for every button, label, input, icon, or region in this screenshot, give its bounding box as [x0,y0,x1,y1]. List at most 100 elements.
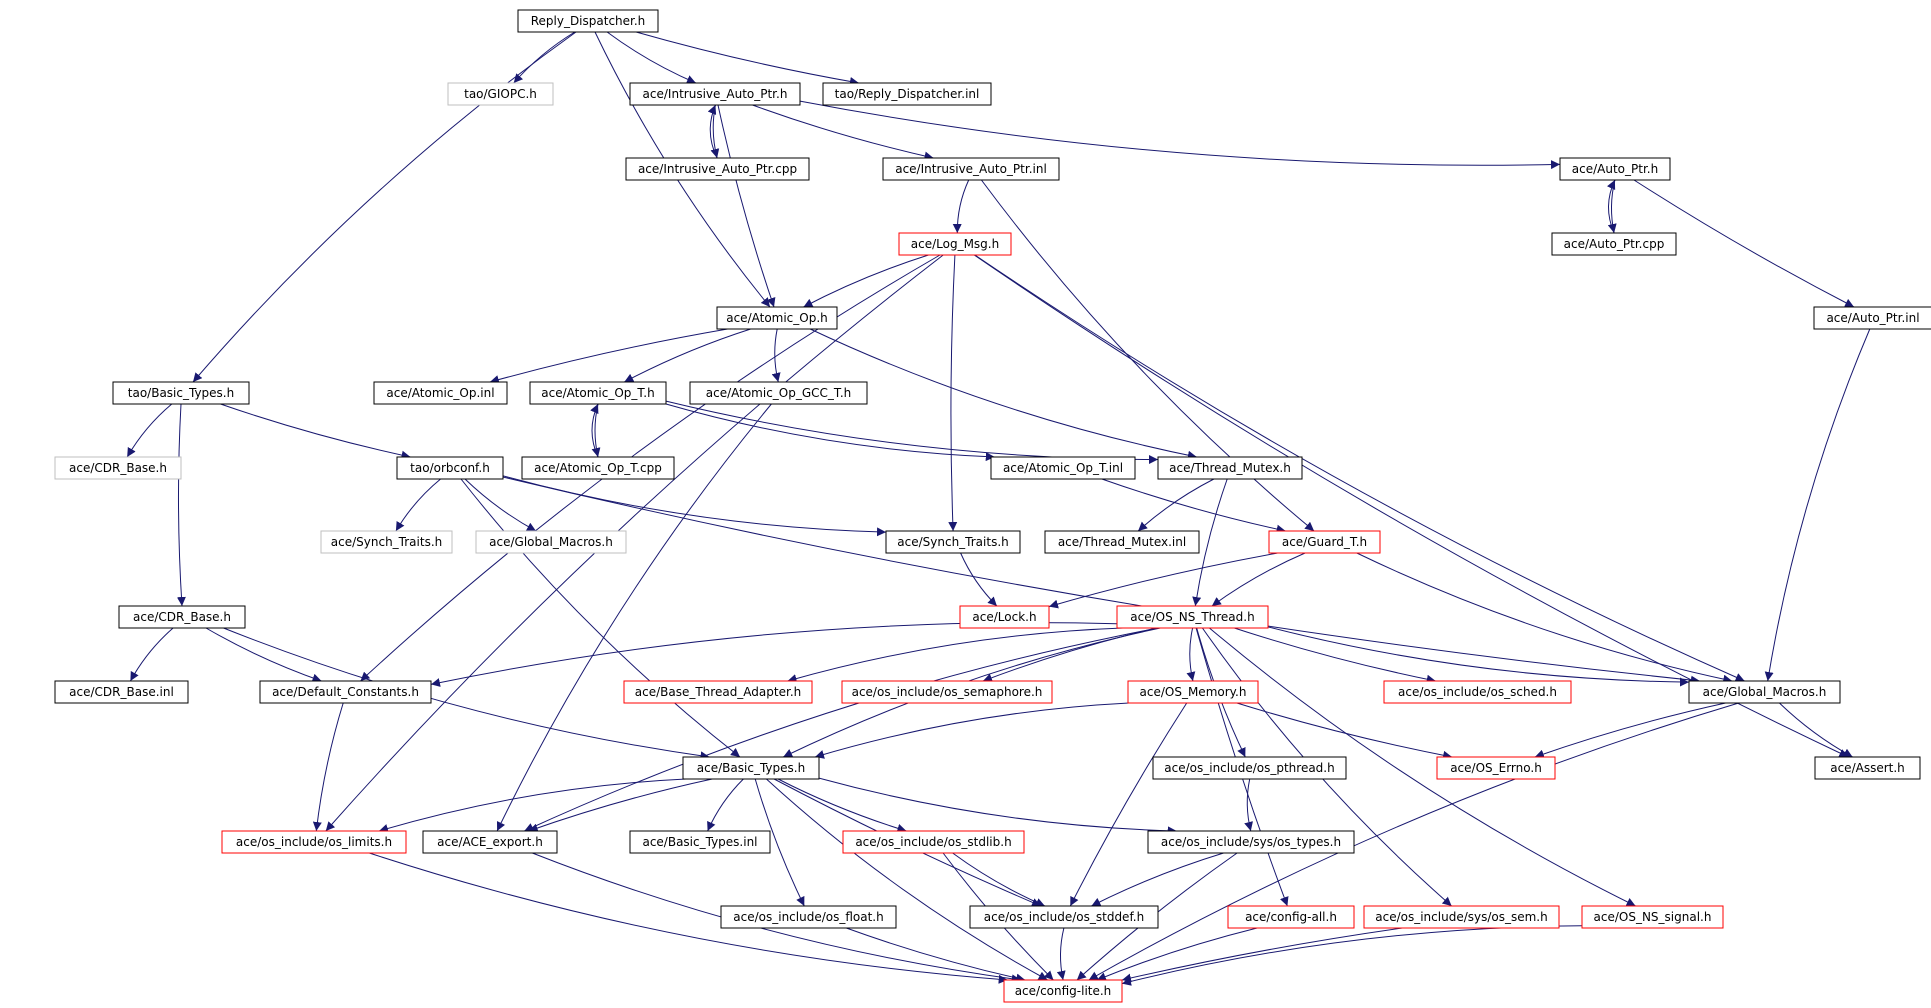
node-ace_log_msg_h[interactable]: ace/Log_Msg.h [898,232,1012,256]
node-ace_os_memory_h[interactable]: ace/OS_Memory.h [1127,680,1259,704]
node-box [623,680,813,704]
edge-tao_orbconf_h-to-ace_global_macros_h_ext [464,478,537,532]
node-label: ace/Intrusive_Auto_Ptr.cpp [638,162,797,176]
node-label: ace/Intrusive_Auto_Ptr.h [643,87,788,101]
node-label: ace/Auto_Ptr.inl [1826,311,1919,325]
node-label: ace/Global_Macros.h [1703,685,1827,699]
node-ace_atomic_op_t_cpp[interactable]: ace/Atomic_Op_T.cpp [521,456,675,480]
node-ace_atomic_op_gcc_t_h[interactable]: ace/Atomic_Op_GCC_T.h [689,381,868,405]
node-box [629,830,771,854]
edge-tao_orbconf_h-to-ace_synch_traits_h_ext [395,478,441,532]
node-box [885,530,1021,554]
edge-ace_intrusive_auto_ptr_cpp-to-ace_intrusive_auto_ptr_h [707,104,718,159]
node-ace_ace_export_h[interactable]: ace/ACE_export.h [422,830,558,854]
node-ace_atomic_op_t_h[interactable]: ace/Atomic_Op_T.h [529,381,667,405]
node-ace_intrusive_auto_ptr_cpp[interactable]: ace/Intrusive_Auto_Ptr.cpp [625,157,810,181]
node-ace_atomic_op_t_inl[interactable]: ace/Atomic_Op_T.inl [990,456,1136,480]
node-label: ace/Thread_Mutex.inl [1058,535,1186,549]
node-ace_synch_traits_h_ext[interactable]: ace/Synch_Traits.h [320,530,453,554]
node-label: ace/Atomic_Op_T.h [541,386,654,400]
node-tao_reply_dispatcher_inl[interactable]: tao/Reply_Dispatcher.inl [822,82,992,106]
node-label: ace/Basic_Types.inl [642,835,757,849]
edge-ace_atomic_op_t_cpp-to-ace_atomic_op_t_h [590,403,599,458]
node-ace_os_errno_h[interactable]: ace/OS_Errno.h [1436,756,1556,780]
node-ace_cdr_base_h_ext[interactable]: ace/CDR_Base.h [54,456,182,480]
node-ace_auto_ptr_inl[interactable]: ace/Auto_Ptr.inl [1813,306,1931,330]
node-box [112,381,250,405]
node-ace_os_ns_thread_h[interactable]: ace/OS_NS_Thread.h [1116,605,1269,629]
node-box [1383,680,1572,704]
node-label: Reply_Dispatcher.h [531,14,646,28]
node-ace_os_semaphore_h[interactable]: ace/os_include/os_semaphore.h [841,680,1053,704]
node-box [529,381,667,405]
edge-ace_os_ns_thread_h-to-ace_os_memory_h [1186,627,1196,682]
edge-ace_os_memory_h-to-ace_os_stddef_h [1069,702,1188,907]
node-ace_os_limits_h[interactable]: ace/os_include/os_limits.h [221,830,407,854]
node-ace_os_pthread_h[interactable]: ace/os_include/os_pthread.h [1152,756,1347,780]
node-label: ace/Auto_Ptr.h [1572,162,1658,176]
edge-tao_orbconf_h-to-ace_basic_types_h [460,478,741,758]
node-ace_thread_mutex_inl[interactable]: ace/Thread_Mutex.inl [1044,530,1200,554]
node-ace_intrusive_auto_ptr_inl[interactable]: ace/Intrusive_Auto_Ptr.inl [882,157,1060,181]
node-tao_orbconf_h[interactable]: tao/orbconf.h [396,456,504,480]
edge-ace_intrusive_auto_ptr_h-to-ace_atomic_op_h [717,104,776,308]
node-ace_intrusive_auto_ptr_h[interactable]: ace/Intrusive_Auto_Ptr.h [629,82,801,106]
edge-ace_global_macros_h-to-ace_os_errno_h [1534,702,1726,759]
node-box [1688,680,1841,704]
node-ace_sys_os_types_h[interactable]: ace/os_include/sys/os_types.h [1147,830,1355,854]
node-ace_config_all_h[interactable]: ace/config-all.h [1227,905,1355,929]
node-label: ace/os_include/os_float.h [733,910,883,924]
node-box [1044,530,1200,554]
node-tao_giopc_h[interactable]: tao/GIOPC.h [447,82,554,106]
edge-ace_sys_os_sem_h-to-ace_config_lite_h [1121,927,1403,983]
edge-ace_basic_types_h-to-ace_os_float_h [754,778,805,907]
node-ace_atomic_op_inl[interactable]: ace/Atomic_Op.inl [373,381,508,405]
node-box [1813,306,1931,330]
node-label: ace/os_include/os_sched.h [1398,685,1557,699]
node-ace_basic_types_inl[interactable]: ace/Basic_Types.inl [629,830,771,854]
edge-tao_basic_types_h-to-ace_cdr_base_h [176,403,186,607]
node-box [1157,456,1303,480]
edge-ace_os_ns_thread_h-to-ace_os_sched_h [1234,627,1436,684]
node-ace_lock_h[interactable]: ace/Lock.h [959,605,1050,629]
node-ace_synch_traits_h[interactable]: ace/Synch_Traits.h [885,530,1021,554]
node-ace_os_sched_h[interactable]: ace/os_include/os_sched.h [1383,680,1572,704]
edge-ace_intrusive_auto_ptr_inl-to-ace_log_msg_h [952,179,970,234]
edge-ace_cdr_base_h-to-ace_default_constants_h [205,627,322,683]
node-ace_os_stdlib_h[interactable]: ace/os_include/os_stdlib.h [842,830,1025,854]
node-ace_default_constants_h[interactable]: ace/Default_Constants.h [259,680,432,704]
edge-ace_intrusive_auto_ptr_h-to-ace_intrusive_auto_ptr_inl [752,104,934,161]
node-label: ace/Atomic_Op.h [726,311,828,325]
node-box [1551,232,1677,256]
node-ace_os_float_h[interactable]: ace/os_include/os_float.h [720,905,897,929]
node-ace_cdr_base_inl[interactable]: ace/CDR_Base.inl [54,680,189,704]
node-box [841,680,1053,704]
node-label: ace/Base_Thread_Adapter.h [635,685,801,699]
edge-reply_dispatcher_h-to-ace_intrusive_auto_ptr_h [606,31,697,84]
node-ace_auto_ptr_cpp[interactable]: ace/Auto_Ptr.cpp [1551,232,1677,256]
node-ace_global_macros_h[interactable]: ace/Global_Macros.h [1688,680,1841,704]
node-ace_base_thread_adapter_h[interactable]: ace/Base_Thread_Adapter.h [623,680,813,704]
node-ace_guard_t_h[interactable]: ace/Guard_T.h [1268,530,1381,554]
node-box [629,82,801,106]
node-ace_os_stddef_h[interactable]: ace/os_include/os_stddef.h [969,905,1159,929]
node-box [447,82,554,106]
node-ace_cdr_base_h[interactable]: ace/CDR_Base.h [118,605,246,629]
edge-ace_guard_t_h-to-ace_lock_h [1048,552,1278,609]
node-tao_basic_types_h[interactable]: tao/Basic_Types.h [112,381,250,405]
node-ace_atomic_op_h[interactable]: ace/Atomic_Op.h [716,306,838,330]
node-box [373,381,508,405]
edge-ace_os_ns_thread_h-to-ace_global_macros_h [1267,626,1690,687]
node-ace_thread_mutex_h[interactable]: ace/Thread_Mutex.h [1157,456,1303,480]
edge-ace_os_ns_thread_h-to-ace_os_ns_signal_h [1209,627,1636,907]
node-ace_global_macros_h_ext[interactable]: ace/Global_Macros.h [475,530,627,554]
edge-ace_atomic_op_gcc_t_h-to-ace_ace_export_h [496,403,772,832]
node-ace_assert_h[interactable]: ace/Assert.h [1814,756,1921,780]
node-ace_config_lite_h[interactable]: ace/config-lite.h [1003,979,1123,1003]
node-ace_os_ns_signal_h[interactable]: ace/OS_NS_signal.h [1581,905,1724,929]
node-ace_auto_ptr_h[interactable]: ace/Auto_Ptr.h [1559,157,1671,181]
node-label: ace/Synch_Traits.h [331,535,442,549]
node-ace_sys_os_sem_h[interactable]: ace/os_include/sys/os_sem.h [1363,905,1560,929]
node-label: ace/Auto_Ptr.cpp [1564,237,1665,251]
node-ace_basic_types_h[interactable]: ace/Basic_Types.h [682,756,820,780]
